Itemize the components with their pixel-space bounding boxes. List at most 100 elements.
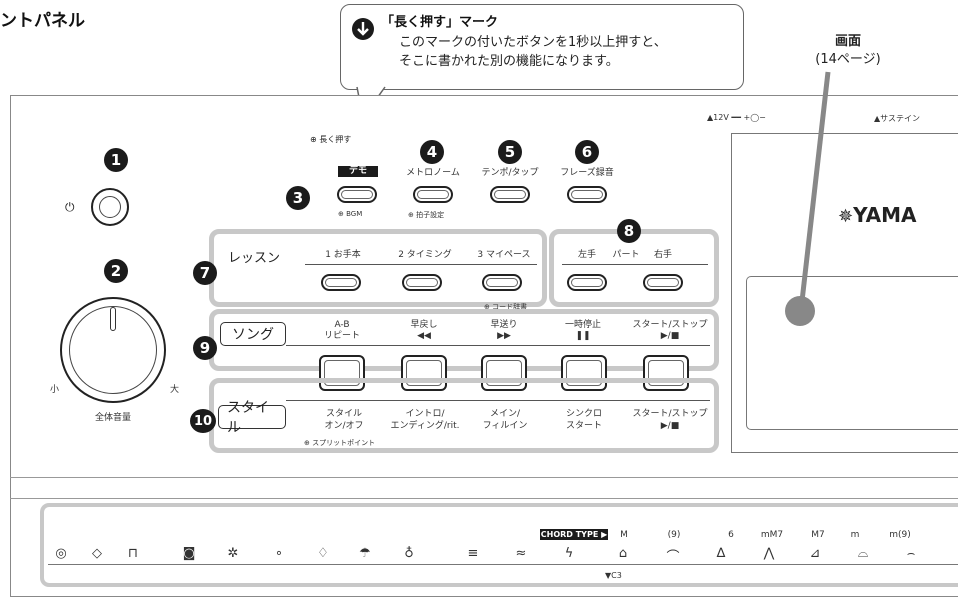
pause-icon: ❚❚ [575, 331, 591, 341]
animal-icon-7[interactable]: ⌢ [906, 546, 916, 561]
tempo-tap-label: テンポ/タップ [481, 168, 539, 178]
main-fillin-label-2: フィルイン [482, 421, 528, 431]
start-stop-button[interactable] [643, 355, 689, 391]
bell-icon[interactable]: ◇ [92, 546, 102, 561]
chord-type-m: m [850, 530, 860, 540]
long-press-mark-icon: ⊕ [484, 303, 490, 311]
intro-ending-label-2: エンディング/rit. [390, 421, 460, 431]
pause-button[interactable] [561, 355, 607, 391]
brand-text: YAMA [853, 203, 917, 227]
bird-icon[interactable]: ♢ [317, 546, 329, 561]
screen-area [731, 133, 958, 453]
lesson-3-button[interactable] [482, 274, 522, 291]
style-start-stop-label: スタート/ストップ [632, 409, 708, 419]
camera-icon[interactable]: ◙ [182, 546, 196, 561]
split-point-sub-text: スプリットポイント [312, 439, 376, 447]
animal-icon-6[interactable]: ⌓ [857, 546, 869, 561]
gear-icon[interactable]: ✲ [227, 546, 239, 561]
screen-label-page: (14ページ) [815, 52, 881, 67]
chord-type-M: M [620, 530, 628, 540]
callout-number-6: 6 [575, 140, 599, 164]
style-onoff-label-2: オン/オフ [324, 421, 364, 431]
c3-marker: ▼C3 [605, 571, 622, 580]
animal-icon-3[interactable]: ∆ [716, 546, 726, 561]
lesson-1-button[interactable] [321, 274, 361, 291]
chord-type-mM7: mM7 [760, 530, 784, 540]
lesson-2-label: 2 タイミング [398, 250, 452, 260]
yamaha-icon: ✵ [838, 206, 854, 227]
style-onoff-label-1: スタイル [325, 409, 362, 419]
volume-max-label: 大 [170, 385, 180, 395]
bubbles-icon[interactable]: ∘ [274, 546, 284, 561]
style-line [286, 400, 710, 401]
animal-icon-5[interactable]: ⊿ [809, 546, 821, 561]
lesson-line [305, 264, 537, 265]
chord-type-m9: m(9) [889, 530, 911, 540]
right-hand-button[interactable] [643, 274, 683, 291]
demo-sub-label: ⊕ BGM [338, 210, 362, 218]
animal-icon-2[interactable]: ⌒ [666, 550, 680, 565]
long-press-text: 長く押す [319, 135, 352, 144]
icon-underline [48, 564, 958, 565]
rewind-icon: ◀◀ [417, 331, 431, 341]
long-press-note: ⊕ 長く押す [310, 134, 351, 145]
callout-number-8: 8 [617, 219, 641, 243]
wind-icon[interactable]: ≡ [467, 546, 479, 561]
power-symbol-icon: ⏻ [65, 200, 75, 214]
drum-icon[interactable]: ◎ [55, 546, 67, 561]
phrase-rec-label: フレーズ録音 [560, 168, 614, 178]
callout-number-2: 2 [104, 259, 128, 283]
callout-number-3: 3 [286, 186, 310, 210]
song-start-stop-label: スタート/ストップ [632, 320, 708, 330]
main-fillin-label-1: メイン/ [489, 409, 521, 419]
voice-icon-row [40, 503, 958, 587]
callout-number-5: 5 [498, 140, 522, 164]
intro-ending-label-1: イントロ/ [405, 409, 445, 419]
callout-line2: そこに書かれた別の機能になります。 [399, 54, 619, 69]
wave-icon[interactable]: ≈ [515, 546, 527, 561]
part-line [562, 264, 708, 265]
callout-number-10: 10 [190, 409, 216, 433]
animal-icon-1[interactable]: ⌂ [618, 546, 628, 561]
panel-divider [10, 477, 958, 478]
screen-pointer [785, 71, 831, 326]
chord-type-9: (9) [667, 530, 681, 540]
rain-icon[interactable]: ☂ [359, 546, 371, 561]
lightning-icon[interactable]: ϟ [564, 546, 574, 561]
style-play-stop-icon: ▶/■ [660, 421, 680, 431]
lesson-group [209, 229, 547, 307]
callout-number-9: 9 [193, 336, 217, 360]
phrase-rec-button[interactable] [567, 186, 607, 203]
demo-button[interactable] [337, 186, 377, 203]
metronome-button[interactable] [413, 186, 453, 203]
drop-icon[interactable]: ♁ [404, 546, 414, 561]
left-hand-button[interactable] [567, 274, 607, 291]
long-press-callout: 「長く押す」マーク このマークの付いたボタンを1秒以上押すと、 そこに書かれた別… [340, 4, 744, 90]
sync-start-label-2: スタート [565, 421, 602, 431]
ab-repeat-label-2: リピート [323, 331, 360, 341]
screen-label-title: 画面 [834, 34, 861, 49]
pause-label-1: 一時停止 [564, 320, 601, 330]
long-press-mark-icon: ⊕ [338, 210, 344, 218]
animal-icon-4[interactable]: ⋀ [763, 546, 775, 561]
power-button[interactable] [91, 188, 129, 226]
tempo-tap-button[interactable] [490, 186, 530, 203]
callout-line1: このマークの付いたボタンを1秒以上押すと、 [399, 35, 667, 50]
train-icon[interactable]: ⊓ [127, 546, 139, 561]
ab-repeat-label-1: A-B [334, 320, 350, 330]
metronome-sub-text: 拍子設定 [416, 211, 445, 219]
lcd-display [746, 276, 958, 430]
jack-label: ▲12V ━━ +◯− [707, 113, 766, 122]
lesson-2-button[interactable] [402, 274, 442, 291]
demo-label: デモ [338, 166, 378, 177]
rewind-label-1: 早戻し [410, 320, 438, 330]
chord-dict-sub-label: ⊕ コード辞書 [484, 302, 527, 312]
long-press-mark-icon: ⊕ [304, 439, 310, 447]
rewind-button[interactable] [401, 355, 447, 391]
long-press-mark-icon: ⊕ [408, 211, 414, 219]
ab-repeat-button[interactable] [319, 355, 365, 391]
ff-label-1: 早送り [490, 320, 518, 330]
page-title: ントパネル [0, 11, 85, 31]
fast-forward-button[interactable] [481, 355, 527, 391]
master-volume-knob[interactable] [60, 297, 166, 403]
